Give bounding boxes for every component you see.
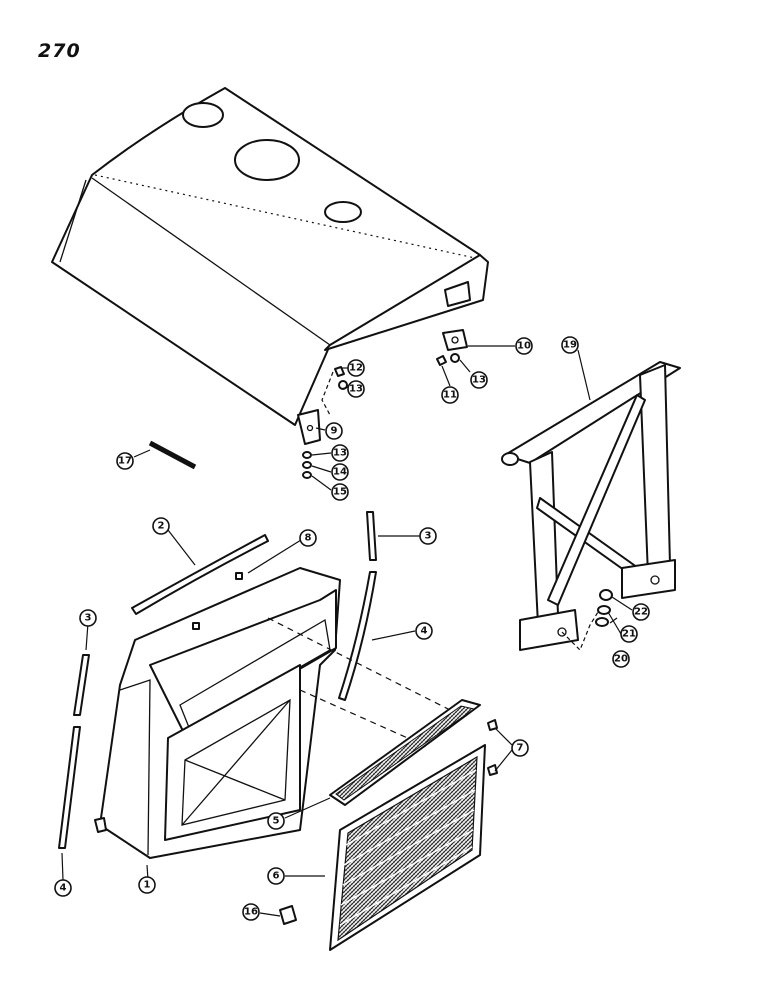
- bolt-11: [436, 355, 447, 366]
- callout-19: 19: [561, 336, 579, 354]
- clip-16: [279, 905, 297, 925]
- callout-8: 8: [299, 529, 317, 547]
- grille-panel: [329, 744, 486, 951]
- svg-text:13: 13: [472, 375, 486, 386]
- nut-15: [302, 471, 312, 479]
- callout-4-right: 4: [415, 622, 433, 640]
- svg-text:16: 16: [244, 907, 258, 918]
- callout-3-right: 3: [419, 527, 437, 545]
- radiator-support-frame: [501, 361, 681, 651]
- washer-20: [595, 617, 609, 627]
- lockwasher-21: [597, 605, 611, 615]
- decal-strip-17: [148, 440, 197, 470]
- callout-2: 2: [152, 517, 170, 535]
- svg-text:19: 19: [563, 340, 577, 351]
- callout-16: 16: [242, 903, 260, 921]
- svg-text:3: 3: [85, 613, 92, 624]
- hood-opening-medium: [324, 201, 362, 223]
- grille-screen: [329, 699, 481, 806]
- svg-text:4: 4: [421, 626, 428, 637]
- hood-bracket-mount: [444, 281, 471, 307]
- bracket-9: [297, 409, 321, 445]
- screw-7-lower: [487, 764, 498, 776]
- svg-text:2: 2: [158, 521, 165, 532]
- seal-strip-4-right: [338, 571, 377, 701]
- svg-text:15: 15: [333, 487, 347, 498]
- svg-text:13: 13: [349, 384, 363, 395]
- callout-5: 5: [267, 812, 285, 830]
- callout-15: 15: [331, 483, 349, 501]
- callout-17: 17: [116, 452, 134, 470]
- seal-strip-2: [131, 534, 269, 615]
- svg-text:20: 20: [614, 654, 628, 665]
- callout-13-right: 13: [470, 371, 488, 389]
- svg-text:17: 17: [118, 456, 132, 467]
- washer-13-lower: [302, 451, 312, 459]
- callout-11: 11: [441, 386, 459, 404]
- callout-3-left: 3: [79, 609, 97, 627]
- washer-13-upper-right: [450, 353, 460, 363]
- svg-text:9: 9: [331, 426, 338, 437]
- svg-text:5: 5: [273, 816, 280, 827]
- svg-text:22: 22: [634, 607, 648, 618]
- callout-10: 10: [515, 337, 533, 355]
- seal-strip-4-left: [58, 726, 81, 849]
- callout-1: 1: [138, 876, 156, 894]
- page-number: 270: [38, 40, 81, 62]
- hood-panel: [51, 87, 489, 426]
- lockwasher-14: [302, 461, 312, 469]
- nut-22: [599, 589, 613, 601]
- svg-text:1: 1: [144, 880, 151, 891]
- svg-text:14: 14: [333, 467, 347, 478]
- seal-strip-3-left: [73, 654, 90, 716]
- callout-13-mid: 13: [347, 380, 365, 398]
- svg-text:3: 3: [425, 531, 432, 542]
- callout-7: 7: [511, 739, 529, 757]
- grille-housing: [94, 567, 341, 859]
- callout-21: 21: [620, 625, 638, 643]
- svg-text:7: 7: [517, 743, 524, 754]
- svg-text:4: 4: [60, 883, 67, 894]
- svg-text:21: 21: [622, 629, 636, 640]
- callout-13-lower: 13: [331, 444, 349, 462]
- svg-text:12: 12: [349, 363, 363, 374]
- svg-text:11: 11: [443, 390, 457, 401]
- bracket-10: [442, 329, 468, 351]
- callout-20: 20: [612, 650, 630, 668]
- callout-4-left: 4: [54, 879, 72, 897]
- svg-text:13: 13: [333, 448, 347, 459]
- hood-opening-large: [234, 139, 300, 181]
- callout-6: 6: [267, 867, 285, 885]
- svg-text:8: 8: [305, 533, 312, 544]
- callout-22: 22: [632, 603, 650, 621]
- hood-opening-small: [182, 102, 224, 128]
- svg-text:10: 10: [517, 341, 531, 352]
- seal-strip-3-right: [366, 511, 377, 561]
- callout-12: 12: [347, 359, 365, 377]
- bolt-12: [334, 366, 345, 377]
- callout-9: 9: [325, 422, 343, 440]
- svg-text:6: 6: [273, 871, 280, 882]
- screw-7-upper: [487, 719, 498, 731]
- callout-14: 14: [331, 463, 349, 481]
